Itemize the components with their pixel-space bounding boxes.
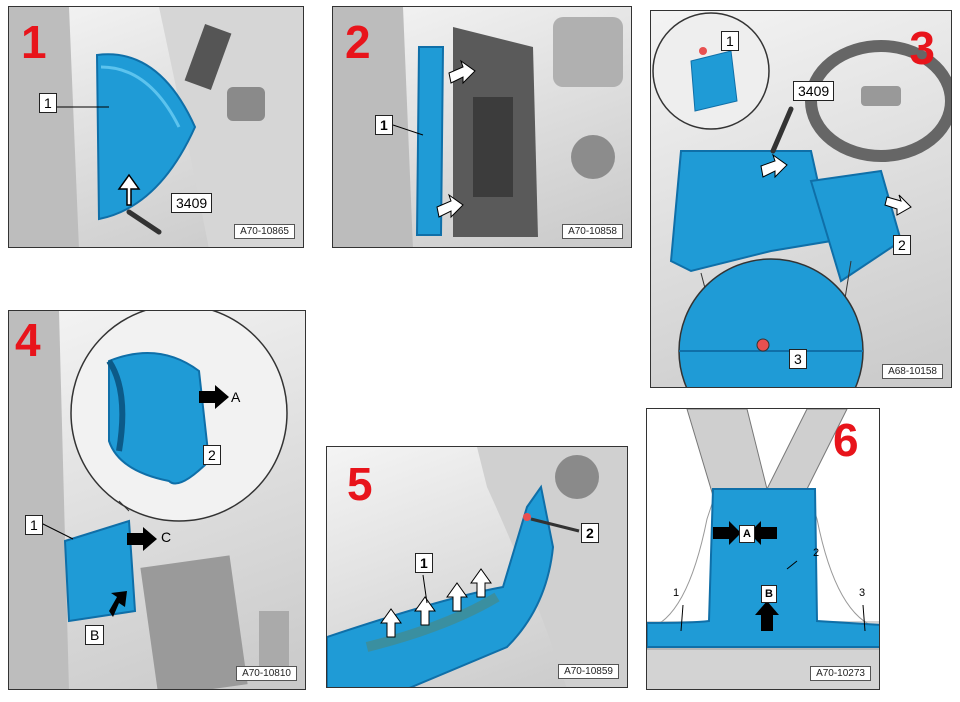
callout-3: 3	[859, 587, 866, 599]
panel-4: 4 1 2 A B C A70-10810	[8, 310, 306, 690]
figure-code: A70-10810	[236, 666, 297, 681]
step-number: 2	[345, 16, 371, 68]
callout-3: 3	[789, 349, 807, 369]
callout-1: 1	[673, 587, 680, 599]
callout-1: 1	[375, 115, 393, 135]
callout-1: 1	[415, 553, 433, 573]
panel-3: 3 1 2 3 3409 A68-10158	[650, 10, 952, 388]
panel-2: 2 1 A70-10858	[332, 6, 632, 248]
letter-c: C	[161, 529, 172, 545]
figure-code: A70-10273	[810, 666, 871, 681]
figure-code: A70-10865	[234, 224, 295, 239]
step-number: 3	[909, 22, 935, 74]
panel-2-illustration	[333, 7, 623, 247]
panel-5: 5 1 2 A70-10859	[326, 446, 628, 688]
callout-1: 1	[721, 31, 739, 51]
letter-a: A	[739, 525, 755, 543]
panel-3-illustration	[652, 12, 951, 387]
step-number: 1	[21, 16, 47, 68]
panel-6: 6 1 2 3 A B A70-10273	[646, 408, 880, 690]
figure-code: A70-10858	[562, 224, 623, 239]
panel-1: 1 1 3409 A70-10865	[8, 6, 304, 248]
tool-number: 3409	[793, 81, 835, 101]
panel-5-illustration	[327, 447, 627, 687]
letter-b: B	[85, 625, 105, 645]
callout-2: 2	[813, 547, 820, 559]
step-number: 5	[347, 458, 373, 510]
callout-2: 2	[893, 235, 911, 255]
panel-1-illustration	[9, 7, 303, 247]
step-number: 6	[833, 414, 859, 466]
callout-1: 1	[39, 93, 57, 113]
tool-number: 3409	[171, 193, 213, 213]
letter-a: A	[231, 389, 241, 405]
callout-1: 1	[25, 515, 43, 535]
callout-2: 2	[203, 445, 221, 465]
step-number: 4	[15, 314, 41, 366]
panel-6-illustration	[647, 409, 879, 689]
figure-code: A68-10158	[882, 364, 943, 379]
figure-code: A70-10859	[558, 664, 619, 679]
callout-2: 2	[581, 523, 599, 543]
panel-4-illustration	[9, 311, 289, 689]
letter-b: B	[761, 585, 777, 603]
